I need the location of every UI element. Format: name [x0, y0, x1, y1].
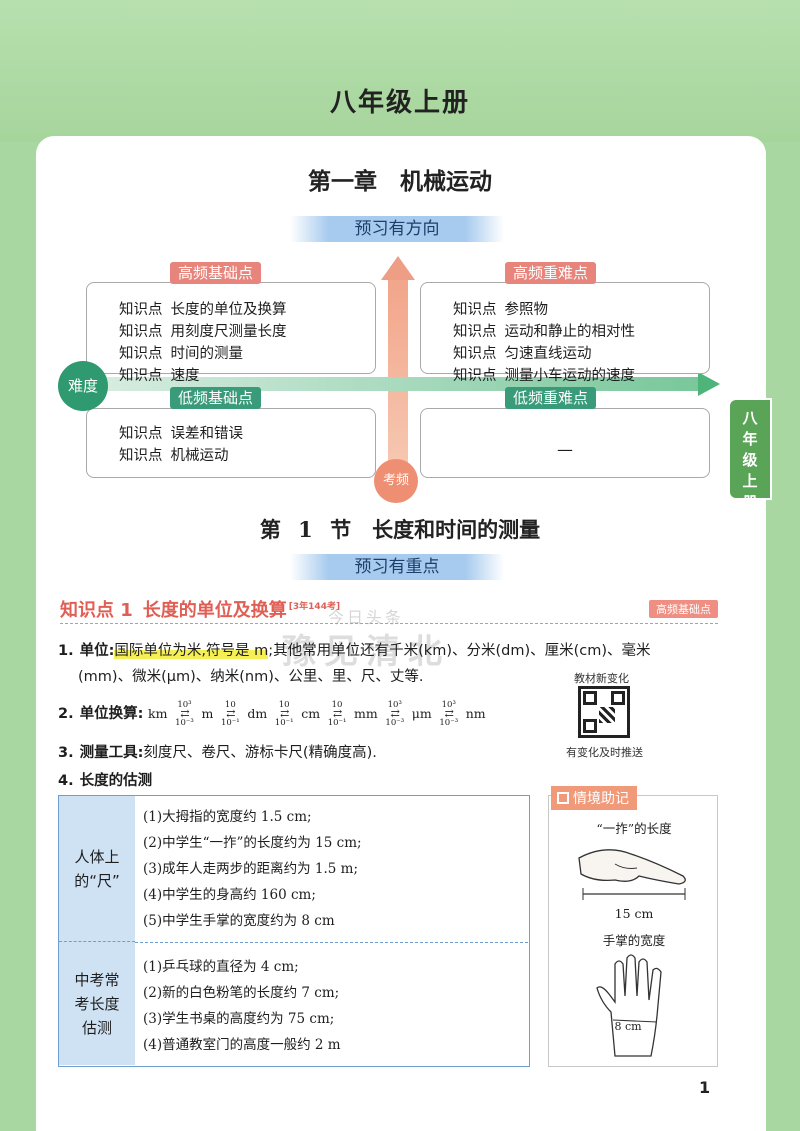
- table-rows-exam: (1)乒乓球的直径为 4 cm; (2)新的白色粉笔的长度约 7 cm; (3)…: [135, 954, 528, 1058]
- table-category-body: 人体上的“尺”: [59, 796, 135, 942]
- side-tab-grade[interactable]: 八年级上册: [728, 398, 772, 511]
- table-row: (2)中学生“一拃”的长度约为 15 cm;: [143, 835, 362, 851]
- table-row: (3)学生书桌的高度约为 75 cm;: [143, 1011, 335, 1027]
- paragraph-unit-cont: (mm)、微米(μm)、纳米(nm)、公里、里、尺、丈等.: [78, 669, 424, 685]
- paragraph-unit: 1.单位:国际单位为米,符号是 m;其他常用单位还有千米(km)、分米(dm)、…: [58, 643, 651, 659]
- qr-subtitle: 有变化及时推送: [566, 746, 643, 759]
- section-title: 第 1 节 长度和时间的测量: [259, 517, 541, 542]
- hand-span-illustration: [578, 849, 686, 900]
- banner-preview-focus: 预习有重点: [290, 554, 504, 580]
- frequency-badge: 考频: [374, 459, 418, 503]
- watermark: 豫见清北: [282, 632, 450, 672]
- paragraph-estimation: 4.长度的估测: [58, 773, 153, 789]
- span-measure: 15 cm: [614, 906, 654, 921]
- palm-label: 手掌的宽度: [602, 933, 666, 948]
- table-row: (3)成年人走两步的距离约为 1.5 m;: [143, 861, 359, 877]
- span-label: “一拃”的长度: [596, 821, 672, 836]
- quadrant-low-hard: —: [420, 408, 710, 478]
- quadrant-high-basic: 知识点长度的单位及换算 知识点用刻度尺测量长度 知识点时间的测量 知识点速度: [86, 282, 376, 384]
- header-band: [0, 0, 800, 142]
- table-row: (2)新的白色粉笔的长度约 7 cm;: [143, 985, 340, 1001]
- book-title: 八年级上册: [329, 88, 470, 118]
- difficulty-axis-arrow-icon: [698, 372, 720, 396]
- conversion-chain: km 10³⇄10⁻³ m 10⇄10⁻¹ dm 10⇄10⁻¹ cm 10⇄1…: [148, 700, 486, 728]
- quadrant-label-low-basic: 低频基础点: [170, 387, 262, 409]
- palm-illustration: [596, 954, 662, 1057]
- context-memo-box: 情境助记 “一拃”的长度 15 cm 手掌的宽度 8 cm: [548, 786, 718, 1067]
- context-memo-header: 情境助记: [551, 786, 637, 810]
- frequency-axis-arrow-icon: [381, 256, 415, 280]
- table-row: (4)普通教室门的高度一般约 2 m: [143, 1037, 341, 1053]
- paragraph-tools: 3.测量工具:刻度尺、卷尺、游标卡尺(精确度高).: [58, 745, 377, 761]
- qr-code-icon[interactable]: [578, 686, 630, 738]
- watermark-top: 今日头条: [328, 608, 405, 627]
- quadrant-label-high-basic: 高频基础点: [170, 262, 262, 284]
- banner-preview-direction: 预习有方向: [290, 216, 504, 242]
- table-row: (1)大拇指的宽度约 1.5 cm;: [143, 809, 312, 825]
- estimation-table: 人体上的“尺” 中考常考长度估测 (1)大拇指的宽度约 1.5 cm; (2)中…: [58, 795, 530, 1067]
- qr-title: 教材新变化: [574, 672, 629, 685]
- quadrant-high-hard: 知识点参照物 知识点运动和静止的相对性 知识点匀速直线运动 知识点测量小车运动的…: [420, 282, 710, 384]
- table-row: (5)中学生手掌的宽度约为 8 cm: [143, 913, 335, 929]
- frequency-axis: [388, 278, 408, 474]
- difficulty-badge: 难度: [58, 361, 108, 411]
- table-category-exam: 中考常考长度估测: [59, 942, 135, 1065]
- table-row: (1)乒乓球的直径为 4 cm;: [143, 959, 299, 975]
- chapter-title: 第一章 机械运动: [308, 168, 492, 195]
- quadrant-low-basic: 知识点误差和错误 知识点机械运动: [86, 408, 376, 478]
- quadrant-label-high-hard: 高频重难点: [505, 262, 597, 284]
- paragraph-conversion: 2.单位换算: km 10³⇄10⁻³ m 10⇄10⁻¹ dm 10⇄10⁻¹…: [58, 700, 486, 728]
- quadrant-label-low-hard: 低频重难点: [505, 387, 597, 409]
- page-number: 1: [699, 1078, 711, 1097]
- table-row: (4)中学生的身高约 160 cm;: [143, 887, 316, 903]
- palm-measure: 8 cm: [614, 1020, 642, 1033]
- frequency-tag: 高频基础点: [649, 600, 718, 618]
- checkbox-icon: [557, 792, 569, 804]
- table-rows-body: (1)大拇指的宽度约 1.5 cm; (2)中学生“一拃”的长度约为 15 cm…: [135, 804, 528, 934]
